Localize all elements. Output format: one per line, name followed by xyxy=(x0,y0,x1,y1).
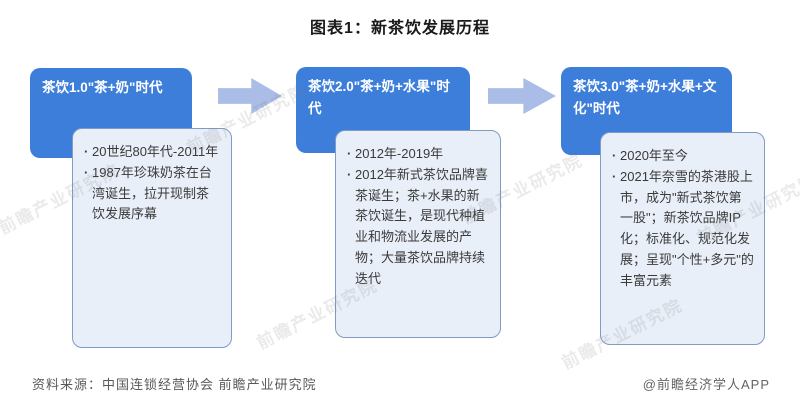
figure-title: 图表1：新茶饮发展历程 xyxy=(310,20,490,37)
arrow-right-icon xyxy=(218,78,282,114)
stage1-detail-box: · 20世纪80年代-2011年 · 1987年珍珠奶茶在台湾诞生，拉开现制茶饮… xyxy=(72,128,232,348)
bullet-marker: · xyxy=(612,168,617,184)
bullet-marker: · xyxy=(347,166,352,182)
stage1-bullet-1: · 20世纪80年代-2011年 xyxy=(84,142,221,163)
credit-note: @前瞻经济学人APP xyxy=(642,377,770,392)
stage3-bullet-1: · 2020年至今 xyxy=(612,146,754,167)
stage2-bullet-2: · 2012年新式茶饮品牌喜茶诞生；茶+水果的新茶饮诞生，是现代种植业和物流业发… xyxy=(347,165,490,290)
arrow-right-icon xyxy=(488,78,556,114)
bullet-marker: · xyxy=(84,164,89,180)
bullet-marker: · xyxy=(84,144,89,159)
bullet-text: 2021年奈雪的茶港股上市，成为"新式茶饮第一股"；新茶饮品牌IP化；标准化、规… xyxy=(620,168,754,288)
stage2-bullet-1: · 2012年-2019年 xyxy=(347,144,490,165)
bullet-text: 2012年新式茶饮品牌喜茶诞生；茶+水果的新茶饮诞生，是现代种植业和物流业发展的… xyxy=(355,166,488,286)
bullet-text: 1987年珍珠奶茶在台湾诞生，拉开现制茶饮发展序幕 xyxy=(92,164,212,222)
stage2-detail-box: · 2012年-2019年 · 2012年新式茶饮品牌喜茶诞生；茶+水果的新茶饮… xyxy=(335,130,501,338)
bullet-marker: · xyxy=(347,146,352,161)
stage3-detail-box: · 2020年至今 · 2021年奈雪的茶港股上市，成为"新式茶饮第一股"；新茶… xyxy=(600,132,765,345)
bullet-marker: · xyxy=(612,148,617,163)
source-note: 资料来源：中国连锁经营协会 前瞻产业研究院 xyxy=(32,377,317,392)
stage3-bullet-2: · 2021年奈雪的茶港股上市，成为"新式茶饮第一股"；新茶饮品牌IP化；标准化… xyxy=(612,167,754,292)
bullet-text: 2020年至今 xyxy=(620,148,688,163)
bullet-text: 20世纪80年代-2011年 xyxy=(92,144,219,159)
bullet-text: 2012年-2019年 xyxy=(355,146,444,161)
stage1-bullet-2: · 1987年珍珠奶茶在台湾诞生，拉开现制茶饮发展序幕 xyxy=(84,163,221,225)
